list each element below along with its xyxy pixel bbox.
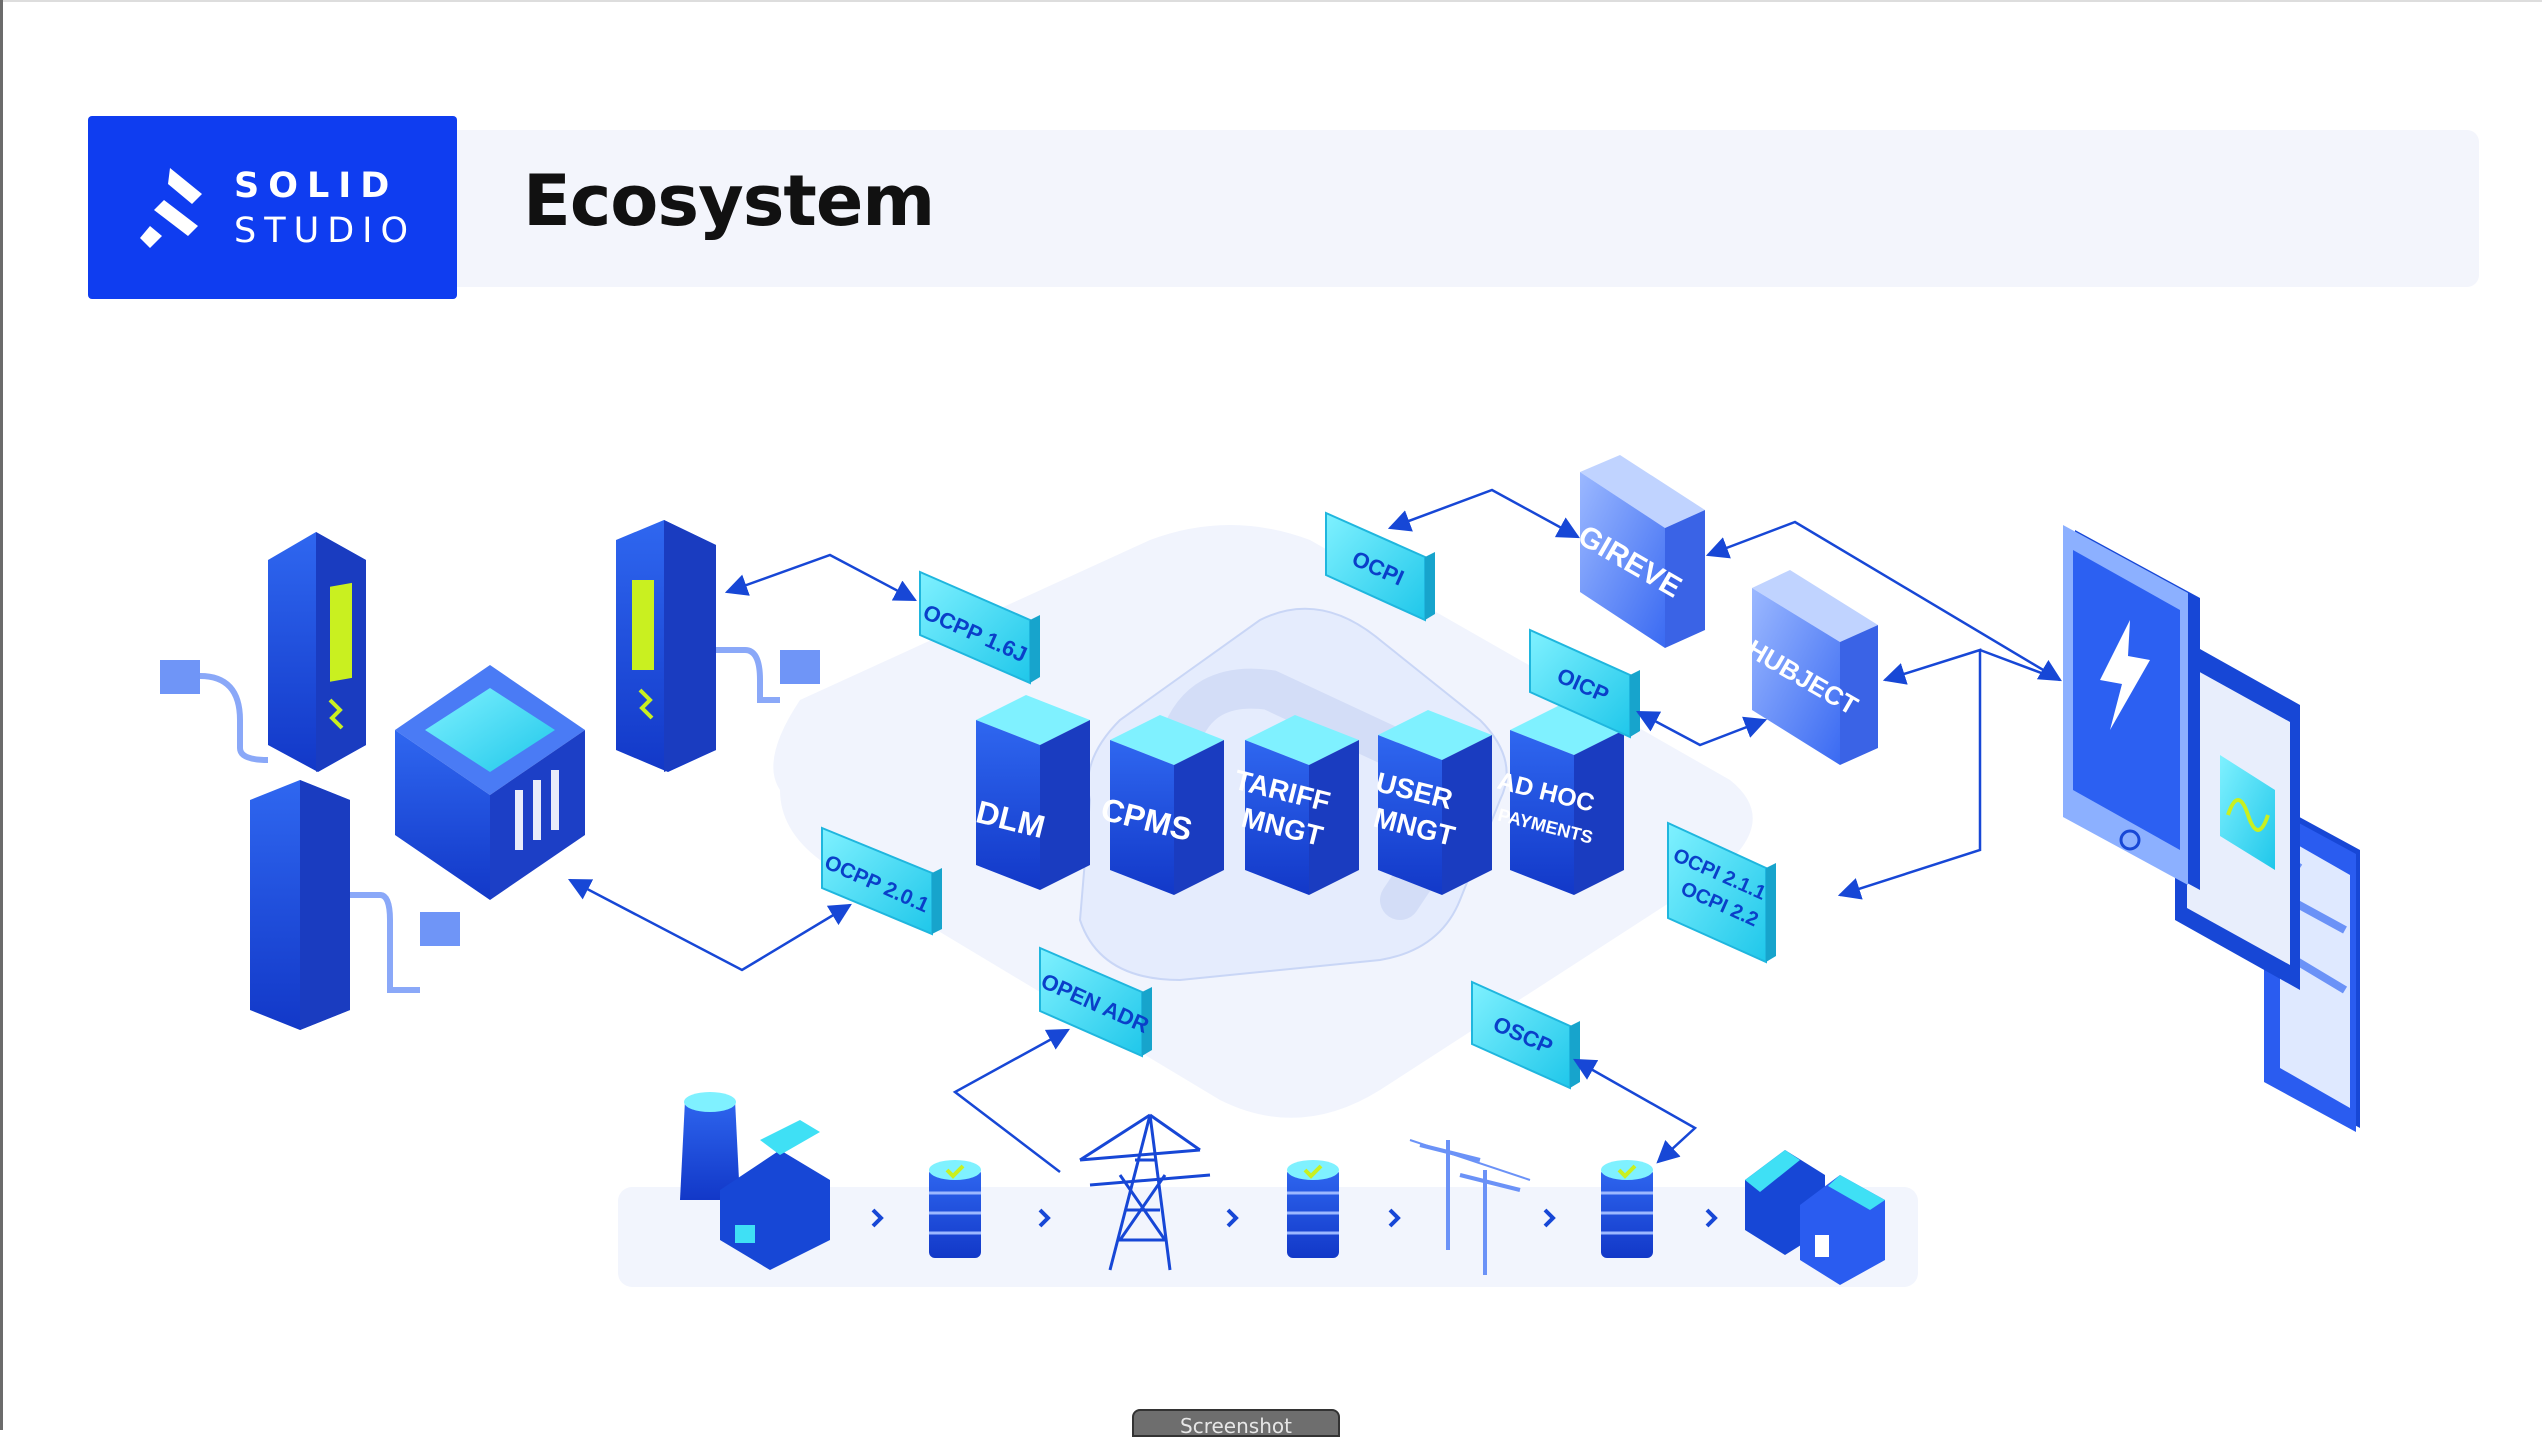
power-plant — [680, 1092, 830, 1270]
connector-lines — [568, 488, 2062, 1173]
protocol-ocpi: OCPI — [1325, 511, 1435, 622]
window-left-edge — [0, 0, 3, 1430]
protocol-oicp: OICP — [1529, 628, 1640, 739]
page-title: Ecosystem — [523, 160, 935, 242]
charger-station-top-left — [160, 532, 366, 772]
window-top-edge — [0, 0, 2542, 2]
hub-hubject: HUBJECT — [1742, 570, 1878, 765]
chain-chevrons — [871, 1208, 1718, 1228]
hub-gireve: GIREVE — [1572, 455, 1705, 648]
title-bar: Ecosystem — [457, 130, 2479, 287]
solid-studio-logo-icon — [140, 168, 202, 248]
module-cpms: CPMS — [1097, 715, 1224, 895]
screenshot-tab[interactable]: Screenshot — [1132, 1409, 1340, 1437]
brand-line2: STUDIO — [234, 211, 417, 251]
module-adhoc: AD HOC PAYMENTS — [1495, 705, 1624, 895]
module-tariff: TARIFF MNGT — [1231, 715, 1359, 895]
ecosystem-diagram: DLM CPMS TARIFF MNGT USER MNGT AD HOC PA… — [160, 455, 2360, 1287]
utility-poles — [1409, 1139, 1531, 1275]
transmission-tower — [1079, 1113, 1211, 1271]
charger-station-right — [616, 520, 820, 772]
mobile-devices — [2063, 525, 2360, 1132]
energy-storage-cube — [395, 665, 585, 900]
protocol-oscp: OSCP — [1471, 980, 1580, 1090]
storage-cylinders — [929, 1160, 1653, 1258]
solar-houses — [1745, 1150, 1885, 1285]
brand-line1: SOLID — [234, 166, 399, 206]
protocol-ocpi2: OCPI 2.1.1 OCPI 2.2 — [1667, 821, 1776, 964]
charger-station-bottom-left — [250, 780, 460, 1030]
brand-logo: SOLID STUDIO — [88, 116, 457, 299]
module-dlm: DLM — [973, 695, 1090, 890]
module-user: USER MNGT — [1371, 710, 1492, 895]
